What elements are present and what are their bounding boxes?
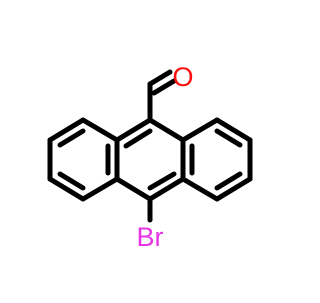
bond (114, 117, 153, 143)
double-bond-inner (214, 128, 243, 148)
bond (80, 117, 120, 143)
molecule-diagram: O Br (47, 62, 253, 252)
carbonyl-bond (151, 78, 177, 96)
bond (47, 176, 86, 202)
bond (147, 117, 186, 143)
bond (214, 117, 253, 143)
bond (80, 176, 120, 202)
bond (47, 117, 86, 143)
bond (180, 176, 220, 202)
bond (214, 176, 253, 202)
double-bond-inner (57, 128, 86, 148)
double-bond-inner (214, 171, 243, 191)
bonds (47, 69, 253, 223)
bond (147, 176, 186, 202)
bromine-label: Br (137, 222, 164, 252)
double-bond-inner (123, 128, 153, 149)
carbonyl-bond (147, 69, 173, 87)
structure-canvas: O Br (47, 62, 253, 253)
oxygen-label: O (172, 62, 193, 92)
bond (114, 176, 153, 202)
double-bond-inner (57, 171, 86, 191)
bond (180, 117, 220, 143)
double-bond-inner (147, 171, 177, 191)
